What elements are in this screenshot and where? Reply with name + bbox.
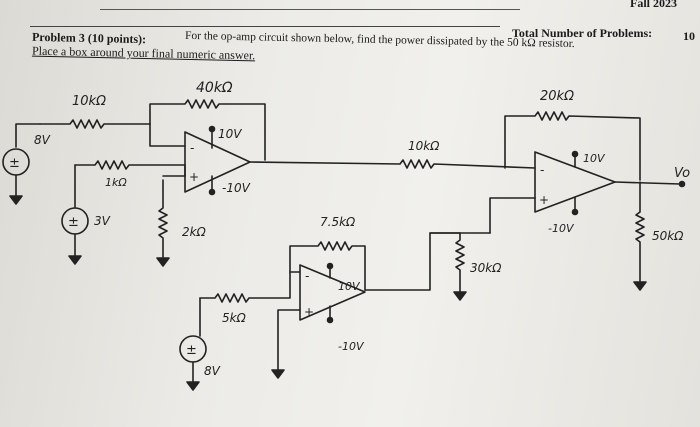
ground-3v [68, 255, 82, 265]
resistor-2k [158, 179, 168, 259]
node-10k-to-opamp1 [149, 123, 186, 147]
resistor-10k-in [39, 119, 151, 129]
resistor-1k [74, 160, 186, 177]
label-30k: 30kΩ [470, 261, 502, 275]
label-7-5k: 7.5kΩ [320, 215, 356, 229]
ground-30k [453, 291, 467, 301]
ground-50k [633, 281, 647, 291]
label-src-3v: 3V [94, 214, 111, 228]
resistor-40k-fb [149, 99, 266, 161]
ground-8v-left [9, 195, 23, 205]
opamp1-plus: + [189, 170, 199, 184]
resistor-5k [199, 271, 291, 303]
label-10k-mid: 10kΩ [408, 139, 440, 153]
ground-2k [156, 257, 170, 267]
vo-node [678, 180, 686, 188]
label-2k: 2kΩ [182, 225, 207, 239]
label-src-8v-bottom: 8V [204, 364, 221, 378]
total-problems-value: 10 [683, 29, 695, 43]
ground-8v-bottom [186, 381, 200, 391]
rail-opamp1-pos: 10V [218, 127, 242, 141]
corner-text: Fall 2023 [630, 0, 677, 10]
opamp1-minus: - [190, 141, 194, 155]
label-src-8v-left: 8V [34, 133, 51, 147]
total-problems-label: Total Number of Problems: [512, 26, 653, 40]
label-10k-in: 10kΩ [72, 94, 106, 109]
source-8v-left-wire-top [15, 123, 41, 148]
vo-wire [614, 181, 681, 185]
opamp-2 [299, 264, 366, 321]
label-40k-fb: 40kΩ [196, 80, 233, 96]
rail-opamp1-neg: -10V [222, 181, 251, 195]
rail-opamp2-pos: 10V [338, 280, 361, 293]
rail-opamp3-neg: -10V [548, 222, 575, 235]
source-8v-left-sign: ± [9, 156, 20, 171]
rail-opamp2-neg: -10V [338, 340, 365, 353]
source-8v-bottom-sign: ± [186, 343, 197, 358]
resistor-50k [635, 181, 645, 283]
opamp3-minus: - [540, 163, 544, 177]
label-5k: 5kΩ [222, 311, 247, 325]
ground-opamp2 [271, 369, 285, 379]
resistor-7-5k [289, 241, 366, 291]
name-line [100, 9, 520, 10]
opamp2-plus: + [304, 305, 314, 319]
source-3v-sign: ± [68, 215, 79, 230]
problem-statement [30, 26, 500, 27]
label-20k-fb: 20kΩ [540, 89, 574, 104]
opamp3-plus: + [539, 193, 549, 207]
resistor-20k-fb [504, 111, 641, 181]
opamp-1 [184, 131, 251, 193]
label-1k: 1kΩ [105, 176, 127, 189]
resistor-30k [455, 232, 465, 293]
label-50k: 50kΩ [652, 229, 684, 243]
label-vo: Vo [674, 166, 690, 181]
rail-opamp3-pos: 10V [583, 152, 606, 165]
opamp2-minus: - [305, 269, 309, 283]
